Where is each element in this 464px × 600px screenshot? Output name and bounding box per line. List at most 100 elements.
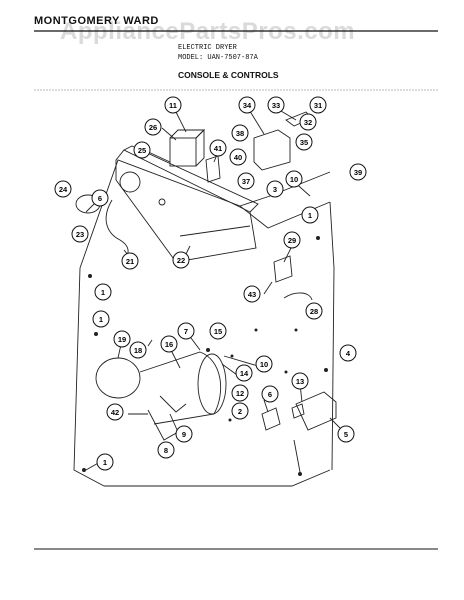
callout-circle: [299, 113, 317, 131]
callout-circle: [177, 322, 195, 340]
callout-circle: [172, 251, 190, 269]
callout-number: 9: [182, 430, 186, 439]
callout-circle: [231, 402, 249, 420]
timer-body: [169, 137, 197, 167]
callout-circle: [301, 206, 319, 224]
callout-circle: [94, 283, 112, 301]
top-rear-edge: [239, 171, 331, 207]
console-panel-line: [179, 225, 251, 237]
callout-11: 11: [164, 96, 182, 114]
callout-number: 19: [118, 335, 126, 344]
callout-number: 15: [214, 327, 222, 336]
callout-circle: [261, 385, 279, 403]
model-number: MODEL: UAN-7507-87A: [178, 54, 258, 62]
callout-number: 26: [149, 123, 157, 132]
callout-number: 25: [138, 146, 146, 155]
callout-circle: [229, 148, 247, 166]
callout-number: 38: [236, 129, 244, 138]
callout-22: 22: [172, 251, 190, 269]
cabinet-right-edge: [329, 201, 335, 471]
callout-12: 12: [231, 384, 249, 402]
callout-1: 1: [92, 310, 110, 328]
callout-24: 24: [54, 180, 72, 198]
callout-circle: [243, 285, 261, 303]
callout-number: 1: [99, 315, 103, 324]
callout-38: 38: [231, 124, 249, 142]
callout-number: 31: [314, 101, 322, 110]
callout-4: 4: [339, 344, 357, 362]
callout-circle: [106, 403, 124, 421]
callout-10: 10: [285, 170, 303, 188]
callout-circle: [133, 141, 151, 159]
callout-21: 21: [121, 252, 139, 270]
callout-32: 32: [299, 113, 317, 131]
callout-circle: [266, 180, 284, 198]
callout-number: 13: [296, 377, 304, 386]
callout-circle: [339, 344, 357, 362]
callout-6: 6: [261, 385, 279, 403]
product-type: ELECTRIC DRYER: [178, 44, 237, 52]
callout-31: 31: [309, 96, 327, 114]
callout-number: 22: [177, 256, 185, 265]
callout-circle: [237, 172, 255, 190]
callout-5: 5: [337, 425, 355, 443]
section-title: CONSOLE & CONTROLS: [178, 70, 279, 80]
callout-circle: [157, 441, 175, 459]
callout-23: 23: [71, 225, 89, 243]
cabinet-left-edge: [73, 267, 105, 487]
timer-knob-opening: [119, 171, 141, 193]
callout-number: 14: [240, 369, 249, 378]
callout-1: 1: [301, 206, 319, 224]
callout-number: 23: [76, 230, 84, 239]
callout-1: 1: [94, 283, 112, 301]
callout-40: 40: [229, 148, 247, 166]
callout-number: 10: [260, 360, 268, 369]
push-switch: [205, 155, 221, 183]
callout-number: 34: [243, 101, 252, 110]
callout-1: 1: [96, 453, 114, 471]
brand-name: MONTGOMERY WARD: [34, 15, 159, 27]
callout-43: 43: [243, 285, 261, 303]
callout-number: 8: [164, 446, 168, 455]
callout-number: 40: [234, 153, 242, 162]
terminal-block: [253, 129, 291, 171]
callout-number: 10: [290, 175, 298, 184]
callout-circle: [231, 124, 249, 142]
callout-circle: [295, 133, 313, 151]
callout-circle: [267, 96, 285, 114]
timer-side: [195, 128, 205, 167]
callout-16: 16: [160, 335, 178, 353]
callout-14: 14: [235, 364, 253, 382]
callout-18: 18: [129, 341, 147, 359]
motor-shaft-end: [197, 353, 227, 415]
callout-circle: [175, 425, 193, 443]
motor-end: [95, 357, 141, 399]
callout-13: 13: [291, 372, 309, 390]
cabinet-bottom-edge: [104, 469, 331, 487]
callout-circle: [129, 341, 147, 359]
callout-3: 3: [266, 180, 284, 198]
callout-37: 37: [237, 172, 255, 190]
wire-harness-right: [283, 292, 313, 301]
callout-number: 7: [184, 327, 188, 336]
callout-circle: [231, 384, 249, 402]
callout-number: 32: [304, 118, 312, 127]
callout-number: 21: [126, 257, 134, 266]
callout-39: 39: [349, 163, 367, 181]
callout-circle: [309, 96, 327, 114]
callout-circle: [285, 170, 303, 188]
motor-housing: [139, 351, 222, 425]
callout-number: 12: [236, 389, 244, 398]
console-panel-top: [123, 145, 259, 213]
belt-idler: [159, 395, 187, 413]
callout-number: 29: [288, 236, 296, 245]
callout-circle: [91, 189, 109, 207]
thermostat: [261, 407, 281, 431]
callout-number: 33: [272, 101, 280, 110]
callout-number: 18: [134, 346, 142, 355]
timer-top: [169, 129, 206, 139]
drawing-lines: [73, 107, 347, 487]
callout-9: 9: [175, 425, 193, 443]
callout-41: 41: [209, 139, 227, 157]
